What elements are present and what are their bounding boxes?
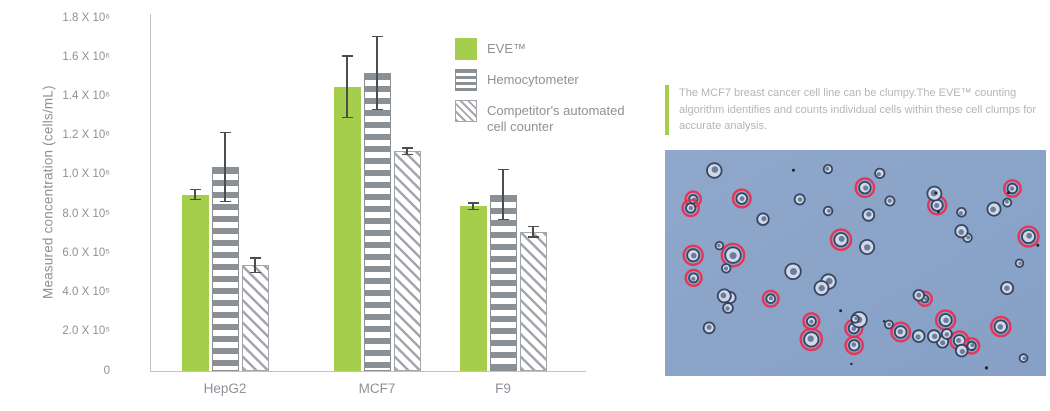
bar-f9-hemocytometer — [489, 194, 517, 371]
y-axis-title: Measured concentration (cells/mL) — [40, 85, 56, 299]
y-tick-label: 6.0 X 10⁵ — [62, 246, 110, 259]
error-bar-cap — [341, 55, 353, 57]
error-bar-cap — [219, 131, 231, 134]
bar-hepg2-eve — [181, 194, 209, 371]
error-bar-cap — [249, 257, 261, 259]
y-tick-label: 1.0 X 10⁶ — [62, 168, 110, 181]
bar-hepg2-competitor — [241, 265, 269, 371]
legend-label: Hemocytometer — [487, 72, 579, 87]
error-bar-cap — [467, 208, 479, 211]
y-tick-label: 1.2 X 10⁶ — [62, 129, 110, 142]
y-axis-line — [150, 14, 151, 372]
x-category-label: HepG2 — [203, 381, 247, 396]
micrograph-image — [665, 150, 1046, 376]
error-bar — [376, 35, 378, 111]
eve-swatch-icon — [455, 38, 477, 60]
error-bar-cap — [189, 198, 201, 201]
legend-item-competitor: Competitor's automated cell counter — [455, 100, 645, 136]
legend-item-hemocytometer: Hemocytometer — [455, 69, 645, 91]
error-bar — [472, 202, 474, 211]
x-category-label: MCF7 — [358, 381, 396, 396]
error-bar — [346, 55, 348, 118]
error-bar-cap — [219, 200, 231, 203]
error-bar-cap — [371, 108, 383, 111]
y-tick-label: 0 — [103, 364, 110, 377]
error-bar — [224, 131, 226, 203]
error-bar-cap — [371, 35, 383, 38]
callout-text: The MCF7 breast cancer cell line can be … — [679, 87, 1037, 132]
y-tick-label: 4.0 X 10⁵ — [62, 286, 110, 299]
error-bar-cap — [189, 188, 201, 190]
y-tick-label: 1.6 X 10⁶ — [62, 50, 110, 63]
bar-f9-competitor — [519, 231, 547, 371]
legend-label: Competitor's automated cell counter — [487, 103, 625, 135]
error-bar-cap — [527, 236, 539, 238]
error-bar — [532, 225, 534, 238]
y-tick-label: 8.0 X 10⁵ — [62, 207, 110, 220]
legend-label: EVE™ — [487, 41, 527, 56]
error-bar — [406, 147, 408, 156]
legend-item-eve: EVE™ — [455, 38, 645, 60]
error-bar-cap — [497, 218, 509, 220]
callout: The MCF7 breast cancer cell line can be … — [665, 85, 1047, 135]
y-tick-label: 2.0 X 10⁵ — [62, 325, 110, 338]
hemocytometer-swatch-icon — [455, 69, 477, 91]
error-bar-cap — [401, 147, 413, 149]
x-axis-line — [150, 371, 586, 372]
x-category-label: F9 — [495, 381, 511, 396]
error-bar-cap — [527, 225, 539, 228]
error-bar — [502, 169, 504, 220]
bar-mcf7-eve — [333, 86, 361, 371]
error-bar — [254, 257, 256, 273]
competitor-swatch-icon — [455, 100, 477, 122]
y-tick-label: 1.8 X 10⁶ — [62, 11, 110, 24]
error-bar-cap — [249, 271, 261, 273]
bar-mcf7-competitor — [393, 151, 421, 371]
legend: EVE™ Hemocytometer Competitor's automate… — [455, 38, 645, 145]
error-bar-cap — [401, 153, 413, 156]
error-bar-cap — [467, 202, 479, 204]
bar-f9-eve — [459, 206, 487, 371]
error-bar-cap — [341, 116, 353, 118]
callout-accent-bar — [665, 85, 669, 135]
y-tick-label: 1.4 X 10⁶ — [62, 89, 110, 102]
bar-mcf7-hemocytometer — [363, 72, 391, 371]
error-bar-cap — [497, 169, 509, 171]
error-bar — [194, 188, 196, 201]
